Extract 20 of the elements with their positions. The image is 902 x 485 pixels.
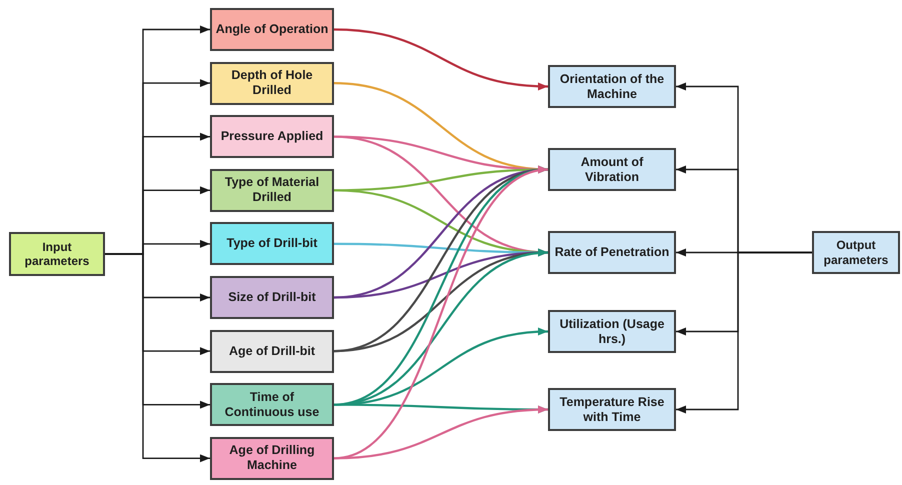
- parameter-box: Output parameters: [812, 231, 900, 274]
- arrow: [334, 28, 548, 90]
- parameter-box: Temperature Rise with Time: [548, 388, 676, 431]
- parameter-box: Size of Drill-bit: [210, 276, 334, 319]
- parameter-box: Angle of Operation: [210, 8, 334, 51]
- parameter-box: Type of Material Drilled: [210, 168, 334, 212]
- parameter-box: Input parameters: [9, 232, 105, 276]
- parameter-box: Amount of Vibration: [548, 148, 676, 191]
- arrow: [105, 253, 210, 462]
- arrow: [676, 252, 812, 414]
- parameter-box: Rate of Penetration: [548, 231, 676, 274]
- parameter-box: Depth of Hole Drilled: [210, 62, 334, 105]
- parameter-box: Utilization (Usage hrs.): [548, 310, 676, 353]
- parameter-box: Age of Drill-bit: [210, 330, 334, 373]
- parameter-box: Time of Continuous use: [210, 383, 334, 426]
- arrow: [334, 406, 548, 460]
- parameter-box: Type of Drill-bit: [210, 222, 334, 266]
- parameter-box: Orientation of the Machine: [548, 65, 676, 108]
- parameter-box: Pressure Applied: [210, 115, 334, 158]
- parameter-box: Age of Drilling Machine: [210, 436, 334, 480]
